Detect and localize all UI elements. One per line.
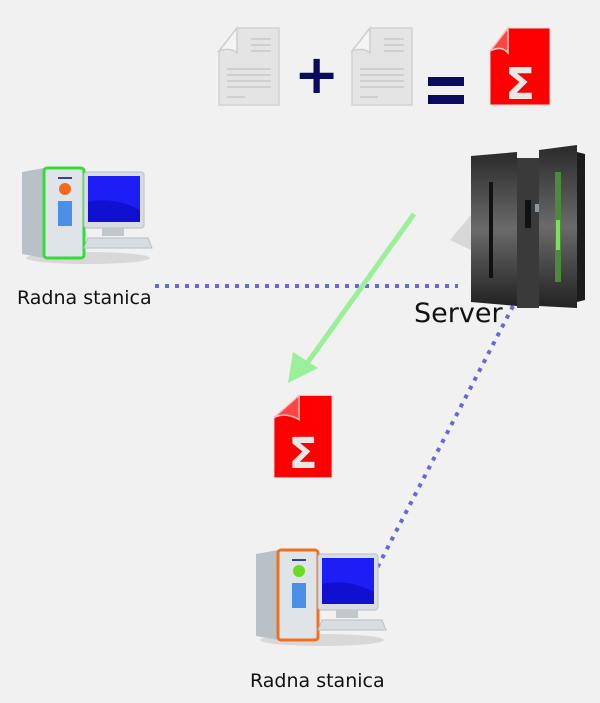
workstation-top[interactable] <box>18 166 153 270</box>
sigma-symbol: Σ <box>505 59 535 110</box>
server[interactable] <box>445 140 595 314</box>
workstation-bottom-label: Radna stanica <box>250 670 385 692</box>
workstation-icon <box>22 166 153 264</box>
workstation-top-label: Radna stanica <box>17 287 152 309</box>
plus-operator: + <box>294 43 340 106</box>
equals-operator <box>428 77 464 104</box>
document-icon <box>216 25 281 111</box>
workstation-icon <box>256 548 387 646</box>
download-arrow <box>288 212 417 383</box>
connection-server-workstation-bottom <box>374 305 515 571</box>
sigma-document-icon: Σ <box>488 25 552 111</box>
document-icon <box>349 25 414 111</box>
server-label: Server <box>414 298 503 329</box>
transfer-document: Σ <box>272 393 334 484</box>
sigma-document-icon: Σ <box>273 393 333 479</box>
sigma-symbol: Σ <box>288 429 317 479</box>
server-icon <box>450 145 585 308</box>
workstation-bottom[interactable] <box>252 548 387 652</box>
